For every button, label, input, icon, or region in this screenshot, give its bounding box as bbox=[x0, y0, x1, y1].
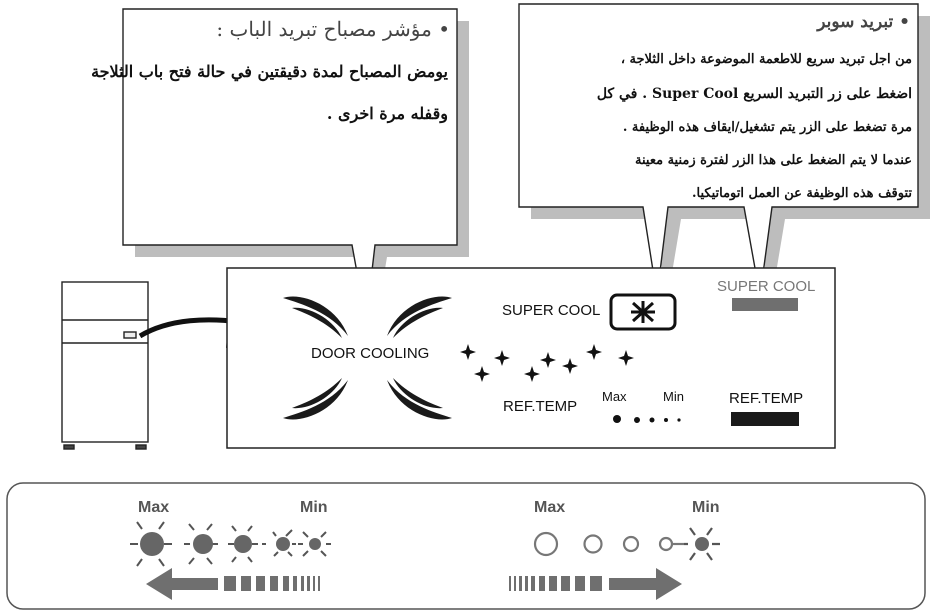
super-cool-button[interactable] bbox=[609, 293, 677, 331]
ref-temp-indicator-label: REF.TEMP bbox=[729, 390, 804, 407]
panel-temp-dots bbox=[613, 415, 681, 423]
bottom-left-min-label: Min bbox=[300, 499, 328, 516]
bottom-left-max-label: Max bbox=[138, 499, 170, 516]
callout-left-line-1: يومض المصباح لمدة دقيقتين في حالة فتح با… bbox=[91, 62, 448, 81]
callout-left-title: • مؤشر مصباح تبريد الباب : bbox=[216, 17, 450, 41]
callout-right-line-4: عندما لا يتم الضغط على هذا الزر لفترة زم… bbox=[635, 153, 912, 168]
right-dots bbox=[533, 527, 720, 561]
bottom-box bbox=[6, 482, 926, 610]
super-cool-label: SUPER COOL bbox=[502, 302, 601, 319]
ref-temp-indicator-bar bbox=[731, 412, 799, 426]
callout-right-shape bbox=[518, 3, 930, 303]
snowflake-icon bbox=[631, 301, 655, 323]
sparkle-icons bbox=[460, 344, 634, 382]
callout-right-line-2: اضغط على زر التبريد السريع Super Cool . … bbox=[596, 86, 912, 102]
refrigerator-icon bbox=[61, 281, 149, 450]
callout-right-line-3: مرة تضغط على الزر يتم تشغيل/ايقاف هذه ال… bbox=[622, 120, 912, 135]
bottom-right-min-label: Min bbox=[692, 499, 720, 516]
bottom-right-max-label: Max bbox=[534, 499, 566, 516]
callout-right-line-1: من اجل تبريد سريع للاطعمة الموضوعة داخل … bbox=[620, 52, 912, 67]
left-glow-dots bbox=[130, 521, 331, 567]
callout-right-line-5: تتوقف هذه الوظيفة عن العمل اتوماتيكيا. bbox=[691, 186, 912, 201]
panel-min-label: Min bbox=[663, 389, 684, 404]
callout-right-title: • تبريد سوبر bbox=[817, 12, 910, 32]
super-cool-indicator-bar bbox=[732, 298, 798, 311]
left-arrow-icon bbox=[146, 568, 320, 600]
door-cooling-label: DOOR COOLING bbox=[311, 345, 430, 362]
door-cooling-wings-icon bbox=[283, 296, 452, 420]
callout-left-line-2: وقفله مرة اخرى . bbox=[326, 104, 448, 123]
panel-max-label: Max bbox=[602, 389, 627, 404]
super-cool-indicator-label: SUPER COOL bbox=[717, 278, 816, 295]
callout-left-shape bbox=[122, 8, 469, 329]
right-arrow-icon bbox=[509, 568, 682, 600]
ref-temp-label: REF.TEMP bbox=[503, 398, 578, 415]
